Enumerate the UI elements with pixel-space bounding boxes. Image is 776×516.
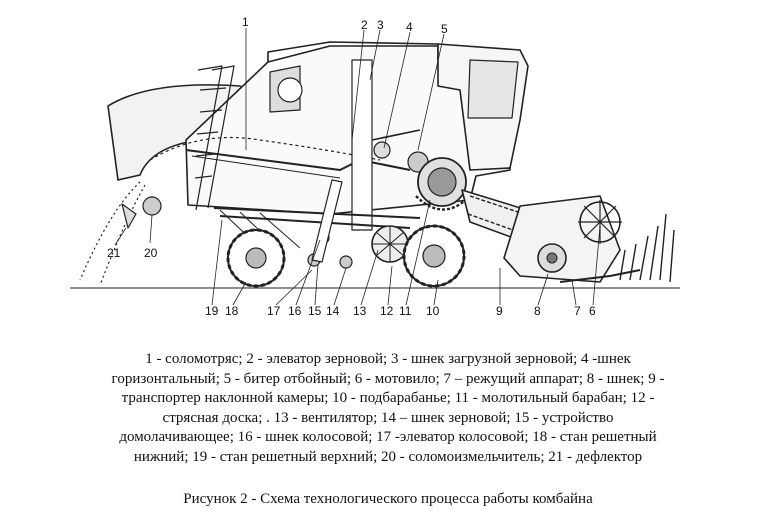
label-10: 10: [426, 304, 440, 318]
label-5: 5: [441, 22, 448, 36]
legend-line: горизонтальный; 5 - битер отбойный; 6 - …: [111, 370, 665, 387]
legend-line: транспортер наклонной камеры; 10 - подба…: [121, 390, 655, 407]
grain-tank: [267, 41, 439, 62]
auger-hub: [373, 141, 391, 159]
label-1: 1: [242, 15, 249, 29]
label-11: 11: [399, 304, 412, 318]
label-7: 7: [574, 304, 581, 318]
sieve-upper: [213, 207, 421, 219]
grain-elevator: [351, 59, 373, 231]
label-6: 6: [589, 304, 596, 318]
label-9: 9: [496, 304, 503, 318]
ladder: [194, 65, 235, 211]
straw-chopper: [142, 196, 162, 216]
label-4: 4: [406, 20, 413, 34]
crop: [619, 213, 675, 283]
label-3: 3: [377, 18, 384, 32]
legend-line: нижний; 19 - стан решетный верхний; 20 -…: [133, 448, 643, 465]
straw-walker: [185, 149, 411, 171]
combine-harvester-diagram: 1 2 3 4 5 21 20 19 18 17 16 15 14 13 12 …: [70, 15, 680, 318]
label-2: 2: [361, 18, 368, 32]
label-8: 8: [534, 304, 541, 318]
cutter-bar: [559, 269, 641, 283]
label-12: 12: [380, 304, 394, 318]
legend: 1 - соломотряс; 2 - элеватор зерновой; 3…: [40, 350, 736, 468]
legend-line: стрясная доска; . 13 - вентилятор; 14 – …: [162, 409, 614, 426]
label-18: 18: [225, 304, 239, 318]
label-19: 19: [205, 304, 219, 318]
label-16: 16: [288, 304, 302, 318]
label-13: 13: [353, 304, 367, 318]
label-15: 15: [308, 304, 322, 318]
label-20: 20: [144, 246, 158, 260]
header: [503, 195, 621, 283]
label-21: 21: [107, 246, 121, 260]
legend-line: 1 - соломотряс; 2 - элеватор зерновой; 3…: [145, 351, 631, 367]
label-17: 17: [267, 304, 281, 318]
label-14: 14: [326, 304, 340, 318]
straw-flow: [149, 136, 381, 161]
grain-auger: [339, 255, 353, 269]
sieve-lower: [219, 215, 411, 229]
leader-lines: [114, 28, 601, 306]
figure-caption: Рисунок 2 - Схема технологического проце…: [183, 491, 593, 507]
concave: [415, 195, 469, 211]
auger-horizontal: [371, 129, 421, 141]
grain-tank-window: [277, 77, 303, 103]
deflector: [121, 203, 137, 229]
legend-line: домолачивающее; 16 - шнек колосовой; 17 …: [119, 429, 657, 446]
